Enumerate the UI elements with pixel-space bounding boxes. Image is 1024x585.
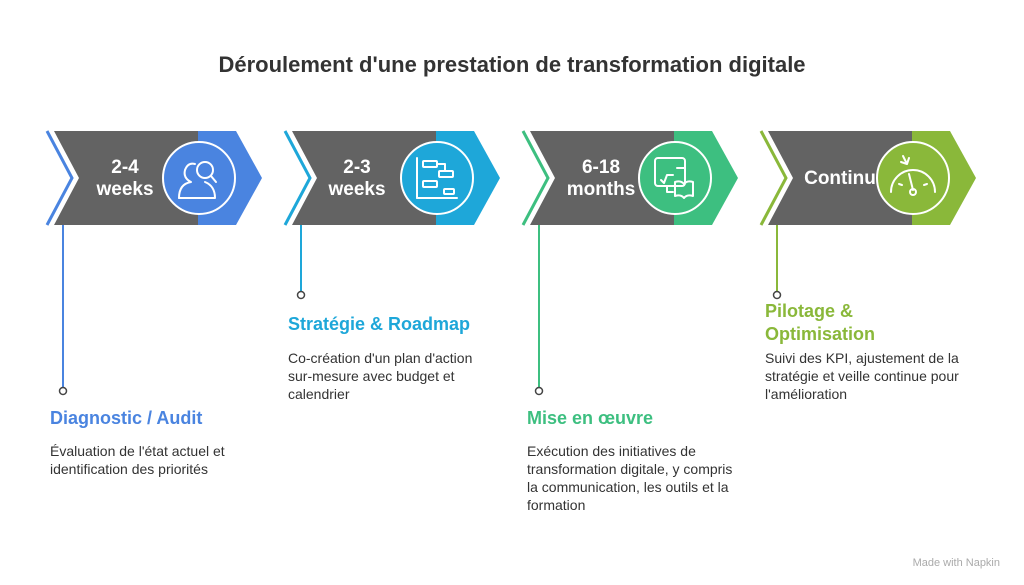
stage-1-connector-dot bbox=[58, 386, 68, 396]
stage-2-description: Co-création d'un plan d'action sur-mesur… bbox=[288, 350, 473, 402]
napkin-watermark: Made with Napkin bbox=[912, 557, 1000, 569]
stage-4-description: Suivi des KPI, ajustement de la stratégi… bbox=[765, 350, 959, 402]
stage-3-accent bbox=[521, 130, 550, 226]
stage-1-title: Diagnostic / Audit bbox=[50, 408, 203, 428]
stage-4-accent bbox=[759, 130, 788, 226]
user-search-icon bbox=[178, 161, 217, 199]
stage-2-chevron-body bbox=[292, 131, 436, 225]
stage-1-accent bbox=[45, 130, 74, 226]
training-board-icon bbox=[654, 157, 694, 199]
stage-3-description: Exécution des initiatives de transformat… bbox=[527, 443, 733, 513]
stage-2-icon-circle bbox=[400, 141, 474, 215]
stage-4-duration: Continu bbox=[804, 168, 876, 189]
gauge-icon bbox=[890, 155, 936, 196]
stage-2-accent bbox=[283, 130, 312, 226]
gantt-chart-icon bbox=[416, 157, 458, 199]
stage-2-connector-dot bbox=[296, 290, 306, 300]
stage-4-icon-circle bbox=[876, 141, 950, 215]
stage-3-chevron-body bbox=[530, 131, 674, 225]
stage-3-connector-dot bbox=[534, 386, 544, 396]
diagram-title: Déroulement d'une prestation de transfor… bbox=[218, 52, 806, 77]
stage-4-title: Pilotage & Optimisation bbox=[765, 301, 876, 344]
stage-4-connector-dot bbox=[772, 290, 782, 300]
stage-2-title: Stratégie & Roadmap bbox=[288, 314, 471, 334]
stage-4-chevron-body bbox=[768, 131, 912, 225]
stage-1-description: Évaluation de l'état actuel et identific… bbox=[50, 443, 225, 477]
stage-1-chevron-body bbox=[54, 131, 198, 225]
stage-3-title: Mise en œuvre bbox=[527, 408, 654, 428]
stage-1-icon-circle bbox=[162, 141, 236, 215]
